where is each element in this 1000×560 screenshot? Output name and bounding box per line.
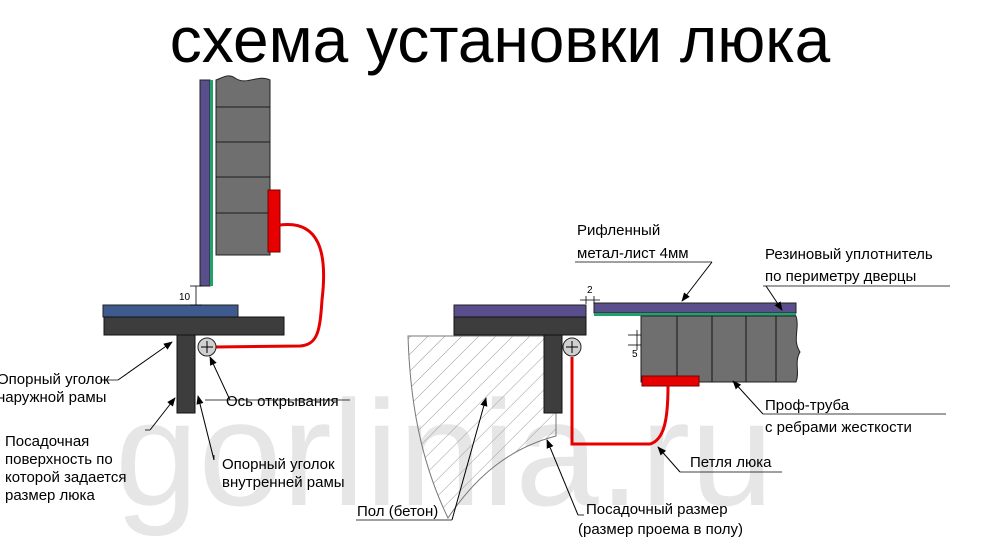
leader-hinge-loop — [657, 446, 681, 473]
label-inner-angle-1: Опорный уголок — [222, 456, 335, 473]
leader-inner-angle — [196, 395, 215, 461]
angle-leg-vertical — [176, 334, 196, 414]
door-sheet-vertical — [199, 79, 211, 287]
gap-dimension-top: 2 — [587, 285, 593, 296]
hinge-plate-open — [267, 189, 281, 253]
leader-tube — [732, 380, 764, 415]
profile-tube-vertical — [215, 75, 271, 256]
label-floor: Пол (бетон) — [357, 503, 438, 520]
left-view: 10 Опорный уголок наружной рамы Ось откр… — [0, 75, 350, 504]
label-sheet-1: Рифленный — [577, 222, 660, 239]
leader-seal — [765, 285, 783, 311]
label-seat-size-2: (размер проема в полу) — [578, 521, 743, 538]
right-view: 2 5 Рифленный метал-лист 4мм Резиновый у… — [356, 222, 950, 538]
door-sheet-horizontal — [593, 302, 797, 314]
hinge-plate-closed — [641, 375, 700, 387]
leader-seat-size — [546, 439, 579, 516]
diagram-title: схема установки люка — [170, 4, 831, 76]
label-tube-1: Проф-труба — [765, 397, 850, 414]
concrete-floor — [407, 335, 557, 520]
gap-dimension-side: 5 — [632, 349, 638, 360]
seal-strip-horizontal — [594, 313, 796, 316]
hinge-rod-closed — [570, 357, 670, 446]
leader-outer-angle — [117, 341, 173, 381]
label-sheet-2: метал-лист 4мм — [577, 245, 689, 262]
frame-bar-right — [453, 316, 587, 336]
profile-tube-horizontal — [640, 315, 801, 383]
label-inner-angle-2: внутренней рамы — [222, 474, 345, 491]
leader-axis — [209, 356, 231, 401]
label-tube-2: с ребрами жесткости — [765, 419, 912, 436]
label-outer-angle-2: наружной рамы — [0, 389, 106, 406]
label-seat-surface-3: которой задается — [5, 469, 127, 486]
gap-dimension-left: 10 — [179, 292, 191, 303]
seal-strip-vertical — [210, 80, 213, 286]
label-seat-surface-4: размер люка — [5, 487, 95, 504]
outer-frame-plate — [102, 304, 239, 318]
label-seat-surface-1: Посадочная — [5, 433, 89, 450]
leader-sheet — [681, 261, 713, 302]
label-seat-size-1: Посадочный размер — [586, 501, 728, 518]
leader-floor — [451, 397, 488, 521]
label-seal-1: Резиновый уплотнитель — [765, 246, 933, 263]
label-axis: Ось открывания — [226, 393, 339, 410]
label-seal-2: по периметру дверцы — [765, 268, 916, 285]
label-outer-angle-1: Опорный уголок — [0, 371, 110, 388]
label-seat-surface-2: поверхность по — [5, 451, 113, 468]
frame-bar-horizontal — [103, 316, 285, 336]
label-hinge-loop: Петля люка — [690, 454, 772, 471]
hinge-rod-open — [214, 222, 326, 349]
angle-leg-right — [543, 334, 563, 414]
outer-sheet-right — [453, 304, 587, 318]
leader-seat-surface — [149, 397, 176, 431]
